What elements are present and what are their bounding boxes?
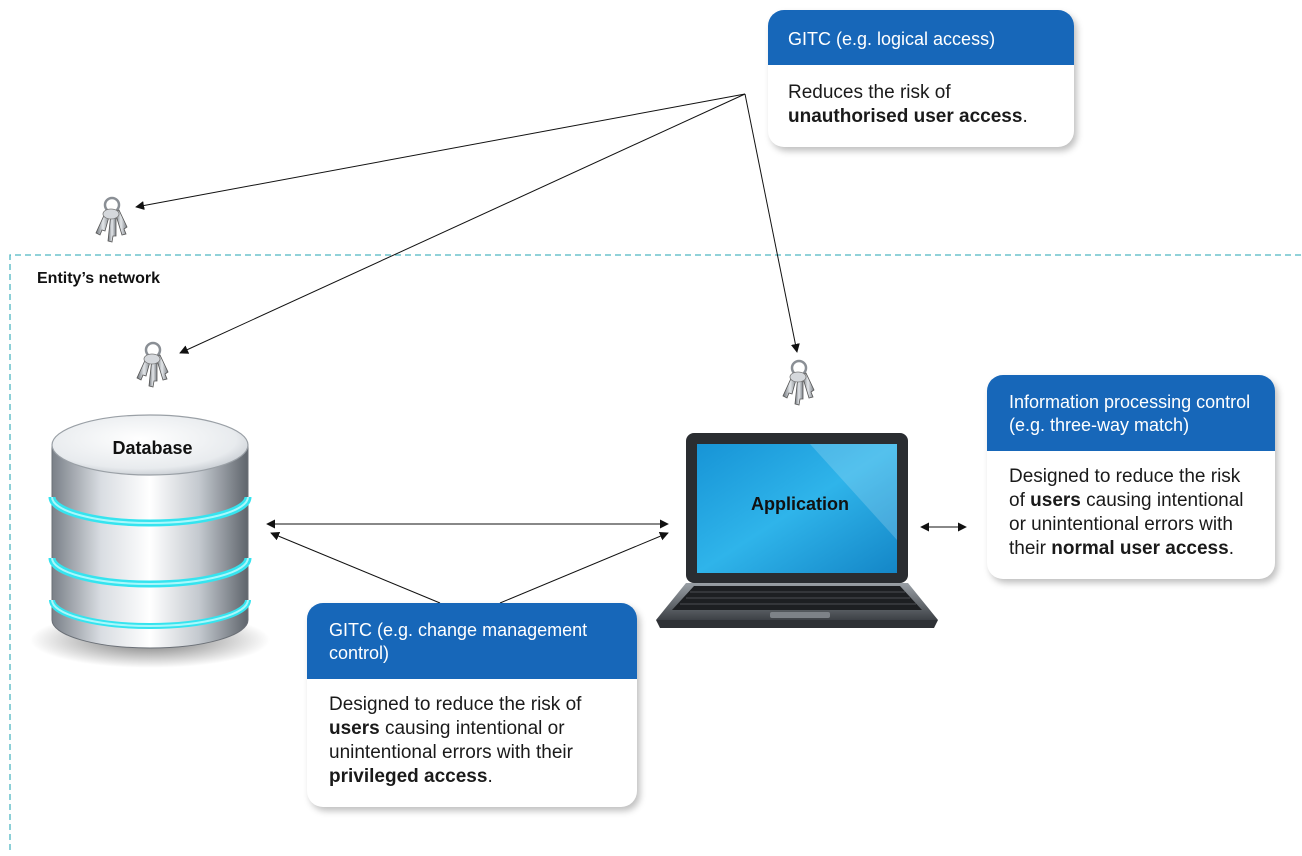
card-text: .: [1228, 538, 1234, 559]
card-body: Reduces the risk of unauthorised user ac…: [768, 65, 1074, 147]
network-boundary: [9, 254, 1302, 850]
laptop-icon: [656, 433, 938, 628]
card-text: Designed to reduce the risk of: [329, 694, 582, 715]
card-text: .: [487, 766, 493, 787]
keys-icon: [135, 341, 170, 389]
card-emphasis: privileged access: [329, 766, 488, 787]
arrow-to-network-keys: [135, 93, 746, 210]
database-icon: [30, 414, 270, 668]
card-title: GITC (e.g. change management control): [307, 603, 637, 679]
card-emphasis: unauthorised user access: [788, 106, 1023, 127]
keys-icon: [94, 196, 129, 244]
card-text: Reduces the risk of: [788, 82, 951, 103]
card-body: Designed to reduce the risk of users cau…: [307, 679, 637, 807]
card-emphasis: users: [329, 718, 380, 739]
change-management-card: GITC (e.g. change management control) De…: [307, 603, 637, 807]
application-label: Application: [751, 494, 849, 514]
card-emphasis: normal user access: [1051, 538, 1229, 559]
card-text: Designed to reduce the risk of: [1009, 466, 1241, 511]
card-body: Designed to reduce the risk of users cau…: [987, 451, 1275, 579]
card-title: GITC (e.g. logical access): [768, 10, 1074, 65]
keys-icon: [781, 359, 816, 407]
entity-network-label: Entity’s network: [37, 270, 160, 287]
card-emphasis: users: [1030, 490, 1081, 511]
logical-access-card: GITC (e.g. logical access) Reduces the r…: [768, 10, 1074, 147]
card-text: causing intentional or unintentional err…: [1009, 490, 1244, 559]
arrow-to-application-keys: [744, 93, 800, 353]
card-title: Information processing control (e.g. thr…: [987, 375, 1275, 451]
card-text: .: [1022, 106, 1028, 127]
card-text: causing intentional or unintentional err…: [329, 718, 573, 763]
logical-access-arrows: [135, 93, 800, 354]
arrow-to-database-keys: [179, 93, 746, 354]
information-processing-card: Information processing control (e.g. thr…: [987, 375, 1275, 579]
arrow-change-to-application: [499, 531, 669, 604]
database-label: Database: [112, 438, 193, 458]
arrow-change-to-database: [270, 531, 441, 604]
